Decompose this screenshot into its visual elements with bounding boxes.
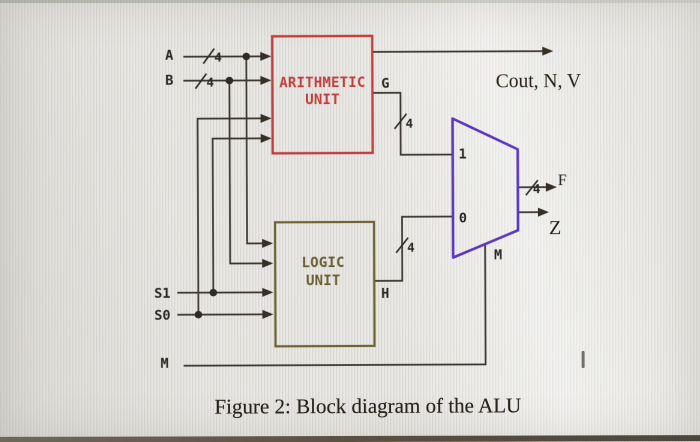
- arrowhead-s0-arith: [260, 113, 272, 123]
- label-input-b: B: [165, 73, 173, 89]
- arrowhead-a: [260, 51, 272, 61]
- arithmetic-unit-box: [270, 34, 374, 155]
- bus-width-f: 4: [533, 181, 541, 196]
- arrowhead-f: [545, 182, 557, 192]
- arithmetic-unit-label-line2: UNIT: [305, 92, 340, 108]
- arrowhead-s1-logic: [262, 287, 274, 297]
- logic-unit-label-line2: UNIT: [306, 273, 341, 289]
- bus-slashes: [194, 48, 539, 254]
- junction-dot-s0: [194, 310, 203, 319]
- text-cursor: [581, 350, 585, 368]
- arrowhead-b-logic: [262, 258, 274, 268]
- bus-slash-h: [395, 237, 409, 254]
- junction-dot-a: [242, 52, 251, 61]
- wire-b-branch-to-logic: [228, 80, 263, 265]
- logic-unit-box: [273, 220, 376, 348]
- label-output-g: G: [381, 76, 389, 92]
- junction-dot-s1: [209, 288, 218, 297]
- label-cout-n-v: Cout, N, V: [496, 71, 581, 92]
- bus-width-g: 4: [406, 116, 414, 131]
- wire-s1-branch-to-arith: [211, 137, 261, 293]
- bus-slash-f: [525, 179, 539, 196]
- wire-a-branch-to-logic: [245, 56, 263, 245]
- arrowhead-s1-arith: [260, 133, 272, 143]
- bus-slash-g: [393, 113, 408, 130]
- label-input-s1: S1: [154, 286, 170, 302]
- arrowhead-z: [537, 207, 549, 217]
- wire-m-select: [183, 243, 487, 367]
- arrowheads: [260, 46, 557, 319]
- label-output-h: H: [381, 286, 389, 302]
- label-output-z: Z: [549, 217, 561, 239]
- label-mux-input-1: 1: [459, 146, 467, 162]
- arrowhead-cout: [542, 46, 554, 56]
- bus-width-a: 4: [214, 50, 222, 65]
- wire-s0-branch-to-arith: [196, 117, 261, 315]
- wires: [177, 50, 546, 367]
- figure-caption: Figure 2: Block diagram of the ALU: [214, 393, 522, 419]
- bus-slash-b: [194, 73, 208, 90]
- label-mux-select-m: M: [494, 247, 502, 263]
- junction-dot-b: [225, 76, 234, 85]
- wire-h-to-mux: [374, 215, 452, 282]
- junction-dots: [194, 52, 251, 319]
- logic-unit-label-line1: LOGIC: [302, 255, 345, 271]
- label-input-a: A: [165, 48, 173, 64]
- label-mux-input-0: 0: [459, 210, 467, 226]
- label-input-s0: S0: [154, 308, 170, 324]
- bus-width-b: 4: [206, 75, 214, 90]
- bus-width-h: 4: [407, 240, 415, 255]
- arithmetic-unit-label-line1: ARITHMETIC: [279, 75, 365, 91]
- bus-slash-a: [202, 48, 215, 65]
- photo-bottom-edge: [0, 435, 700, 442]
- label-input-m: M: [161, 356, 169, 372]
- photo-top-edge: [0, 0, 700, 3]
- wire-cout-output: [372, 50, 543, 53]
- arrowhead-a-logic: [262, 238, 274, 248]
- mux-trapezoid: [451, 117, 520, 259]
- wire-g-to-mux: [372, 91, 452, 156]
- arrowhead-s0-logic: [262, 309, 274, 319]
- label-output-f: F: [558, 172, 567, 189]
- arrowhead-b: [260, 75, 272, 85]
